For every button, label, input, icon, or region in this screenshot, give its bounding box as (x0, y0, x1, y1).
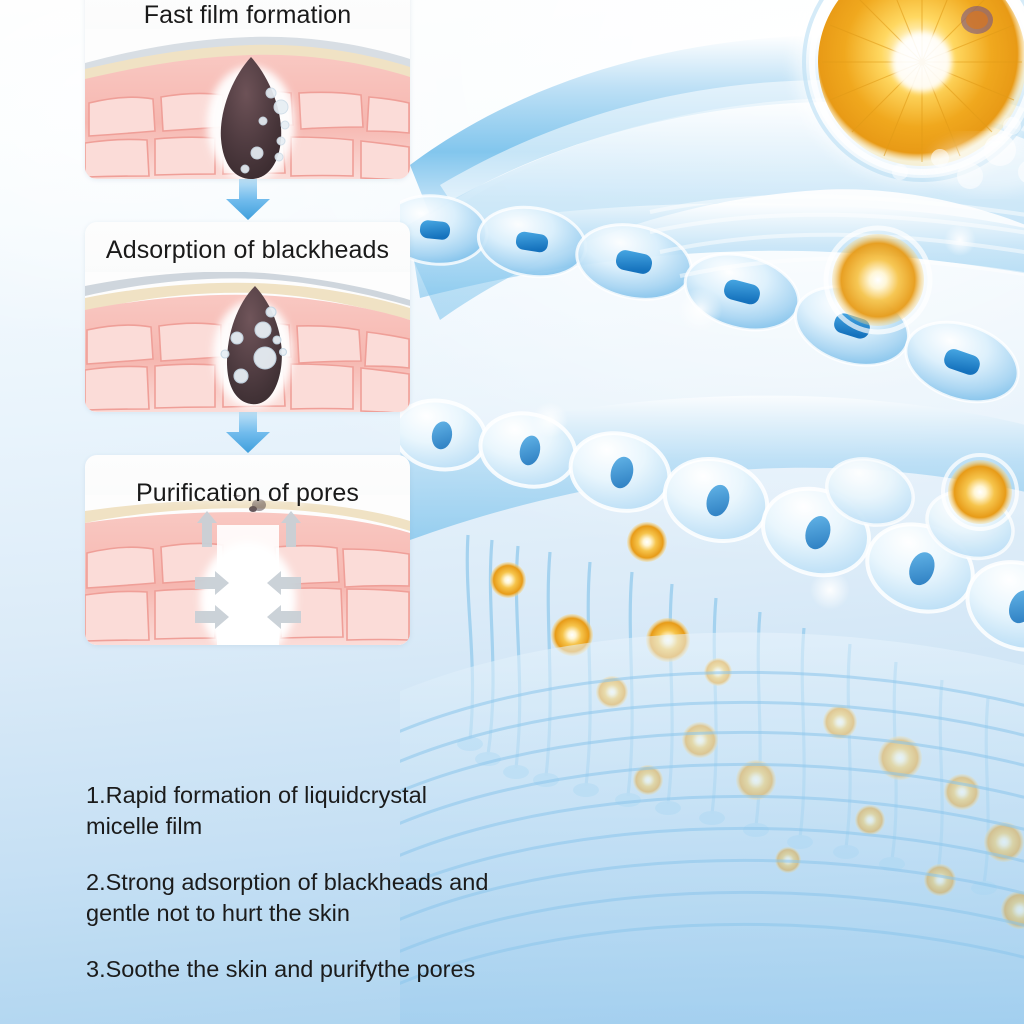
process-steps-panel-stack: Fast film formation (85, 0, 410, 645)
feature-note-3: 3.Soothe the skin and purifythe pores (86, 954, 556, 985)
feature-note-2-line-1: 2.Strong adsorption of blackheads and (86, 869, 489, 895)
feature-note-3-line-1: 3.Soothe the skin and purifythe pores (86, 956, 476, 982)
step-panel-1: Fast film formation (85, 0, 410, 179)
step-1-title: Fast film formation (143, 1, 352, 29)
feature-notes-list: 1.Rapid formation of liquidcrystal micel… (86, 780, 556, 985)
arrow-down-2 (85, 412, 410, 455)
sparkle-highlights (532, 224, 976, 610)
skin-cell-layers-illustration (400, 0, 1024, 1024)
step-1-skin-diagram (85, 29, 410, 179)
flow-arrows (195, 511, 301, 629)
step-2-skin-diagram (85, 272, 410, 412)
step-2-title: Adsorption of blackheads (105, 236, 390, 264)
dermis-base-layers (400, 632, 1024, 1024)
feature-note-2-line-2: gentle not to hurt the skin (86, 900, 350, 926)
step-3-title: Purification of pores (135, 479, 360, 507)
feature-note-2: 2.Strong adsorption of blackheads and ge… (86, 867, 556, 929)
step-panel-3: Purification of pores (85, 455, 410, 645)
feature-note-1-line-1: 1.Rapid formation of liquidcrystal (86, 782, 427, 808)
feature-note-1-line-2: micelle film (86, 813, 203, 839)
extracted-blackhead-particles (232, 495, 266, 512)
step-3-skin-diagram (85, 495, 410, 645)
micelle-sphere-small-a (948, 460, 1012, 524)
foam-bubbles (892, 117, 1024, 193)
micelle-sphere-small-b (627, 522, 667, 562)
feature-note-1: 1.Rapid formation of liquidcrystal micel… (86, 780, 556, 842)
micelle-sphere-mid (832, 234, 924, 326)
step-panel-2: Adsorption of blackheads (85, 222, 410, 412)
micelle-sphere-large (794, 0, 1024, 184)
cell-layer-main (400, 395, 1024, 652)
arrow-down-1 (85, 179, 410, 222)
